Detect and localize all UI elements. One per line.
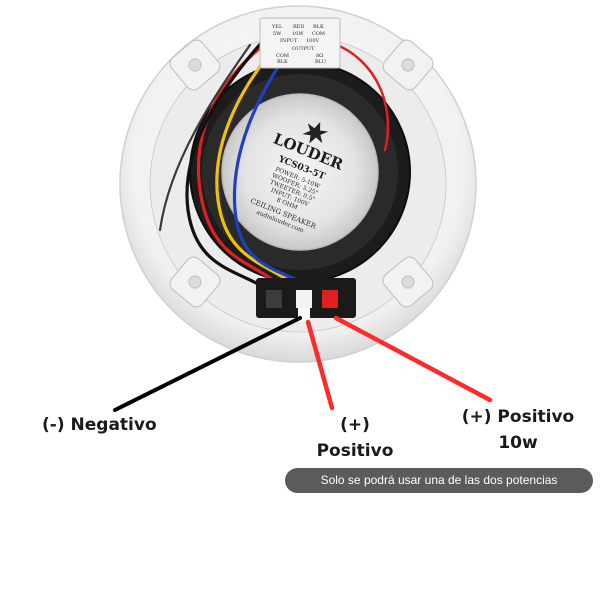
tap-power-5w: 5W <box>273 31 282 37</box>
negative-wire <box>113 316 302 412</box>
tap-color-red: RED <box>293 24 304 30</box>
input-label: INPUT <box>280 38 298 44</box>
positive-10w-power: 10w <box>498 433 538 453</box>
out-right-ohm: 8Ω <box>316 53 323 59</box>
positive-10w-title: (+) Positivo <box>461 407 575 427</box>
speaker-magnet-cap <box>221 93 379 251</box>
transformer-label: YEL RED BLK 5W 10W COM INPUT 100V OUTPUT… <box>259 17 341 69</box>
tap-power-10w: 10W <box>292 31 304 37</box>
positive-5w-title: (+) Positivo <box>316 415 394 461</box>
out-left-com: COM <box>276 53 289 59</box>
terminal-block <box>256 278 356 322</box>
power-note-badge: Solo se podrá usar una de las dos potenc… <box>285 468 593 493</box>
speaker-wires <box>158 38 390 292</box>
out-right-blu: BLU <box>315 59 326 65</box>
tap-color-blk: BLK <box>313 24 324 30</box>
positive-10w-label: (+) Positivo 10w <box>458 404 578 456</box>
sun-logo-icon <box>302 121 329 144</box>
tap-color-yel: YEL <box>271 24 283 30</box>
positive-5w-wire <box>305 319 335 411</box>
positive-10w-wire <box>333 315 493 403</box>
out-left-blk: BLK <box>277 59 288 65</box>
tap-power-com: COM <box>312 31 325 37</box>
output-label: OUTPUT <box>292 46 315 52</box>
speaker-sticker: LOUDER YCS03-5T POWER: 5-10W WOOFER: 5.2… <box>249 121 346 234</box>
input-value: 100V <box>306 38 320 44</box>
negative-label: (-) Negativo <box>42 415 157 435</box>
mount-clips <box>169 39 434 308</box>
